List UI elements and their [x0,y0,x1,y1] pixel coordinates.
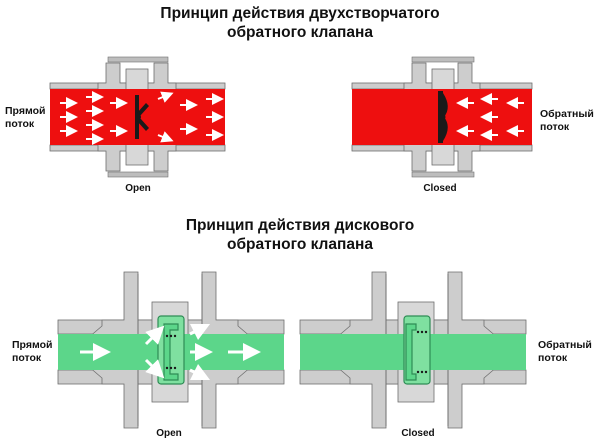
flow-arrows [80,323,261,381]
bolt-top [107,56,169,63]
dual-plate-valve-open [49,56,226,178]
bottom-open-label: Open [156,428,182,439]
plate-lower [442,117,448,141]
disc-valve-closed [299,271,527,429]
reverse-arrows [456,93,524,141]
top-open-label: Open [125,183,151,194]
disc [163,323,179,381]
spring-dots [165,334,177,370]
bolt-bottom [411,171,475,178]
top-closed-label: Closed [423,183,457,194]
hinge-pin [438,113,446,121]
plate-upper [442,93,448,117]
disc [405,323,417,381]
plate-upper [137,103,149,116]
disc-title-line2: обратного клапана [227,236,373,253]
bolt-bottom [107,171,169,178]
plate-lower [137,118,149,131]
disc-valve-open [57,271,285,429]
dual-plate-valve-closed [351,56,533,178]
dual-plate-title-line2: обратного клапана [227,24,373,41]
spring-dots [416,330,428,374]
flow-arrows [60,91,224,145]
dual-plate-title-line1: Принцип действия двухстворчатого [160,5,440,22]
hinge-pin [135,114,141,120]
disc-title-line1: Принцип действия дискового [185,217,415,234]
bottom-closed-label: Closed [401,428,435,439]
bolt-top [411,56,475,63]
